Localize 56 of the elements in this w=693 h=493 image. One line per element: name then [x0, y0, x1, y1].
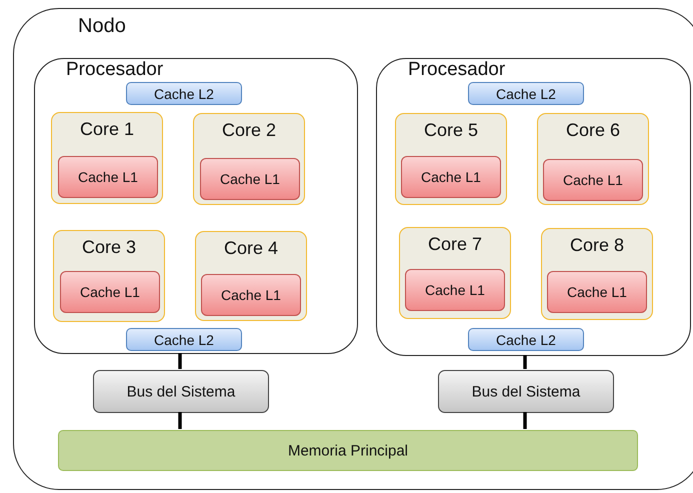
cache-l1-box	[201, 274, 301, 316]
connector-line	[523, 355, 527, 369]
core-box	[541, 228, 653, 320]
processor-box	[34, 58, 358, 354]
cache-l1-box	[200, 158, 300, 200]
core-box	[51, 112, 163, 204]
core-label: Core 8	[568, 235, 626, 256]
processor-label: Procesador	[66, 59, 164, 81]
cache-label: Cache L2	[495, 86, 557, 102]
cache-l1-box	[547, 271, 647, 313]
cache-label: Cache L1	[77, 169, 139, 185]
core-box	[53, 230, 165, 322]
core-label: Core 7	[426, 234, 484, 255]
cache-l2-box	[468, 82, 584, 105]
core-label: Core 4	[222, 238, 280, 259]
core-box	[399, 227, 511, 319]
bus-label: Bus del Sistema	[126, 383, 236, 400]
cache-label: Cache L2	[153, 86, 215, 102]
core-box	[193, 113, 305, 205]
cache-l1-box	[401, 156, 501, 198]
cache-label: Cache L2	[153, 332, 215, 348]
node-container	[13, 8, 693, 490]
cache-l2-box	[468, 328, 584, 351]
core-label: Core 1	[78, 119, 136, 140]
core-box	[195, 231, 307, 321]
processor-box	[376, 58, 691, 356]
bus-label: Bus del Sistema	[470, 383, 582, 400]
node-label: Nodo	[78, 15, 126, 38]
processor-label: Procesador	[408, 59, 506, 81]
main-memory-bar	[58, 430, 638, 471]
cache-label: Cache L2	[495, 332, 557, 348]
core-label: Core 5	[422, 120, 480, 141]
cache-l1-box	[543, 159, 643, 201]
cache-label: Cache L1	[424, 282, 486, 298]
cache-l1-box	[58, 156, 158, 198]
cache-l1-box	[60, 271, 160, 313]
cache-l2-box	[126, 82, 242, 105]
memory-label: Memoria Principal	[286, 442, 410, 459]
core-label: Core 6	[564, 120, 622, 141]
core-label: Core 3	[80, 237, 138, 258]
core-box	[537, 113, 649, 205]
cache-label: Cache L1	[79, 284, 141, 300]
cache-label: Cache L1	[566, 284, 628, 300]
cache-label: Cache L1	[220, 287, 282, 303]
cache-l1-box	[405, 269, 505, 311]
core-label: Core 2	[220, 120, 278, 141]
cache-label: Cache L1	[562, 172, 624, 188]
cache-label: Cache L1	[219, 171, 281, 187]
cache-label: Cache L1	[420, 169, 482, 185]
connector-line	[178, 412, 182, 429]
connector-line	[178, 353, 182, 369]
core-box	[395, 113, 507, 205]
connector-line	[523, 412, 527, 429]
system-bus-box	[438, 370, 614, 413]
system-bus-box	[93, 370, 269, 413]
cache-l2-box	[126, 328, 242, 351]
